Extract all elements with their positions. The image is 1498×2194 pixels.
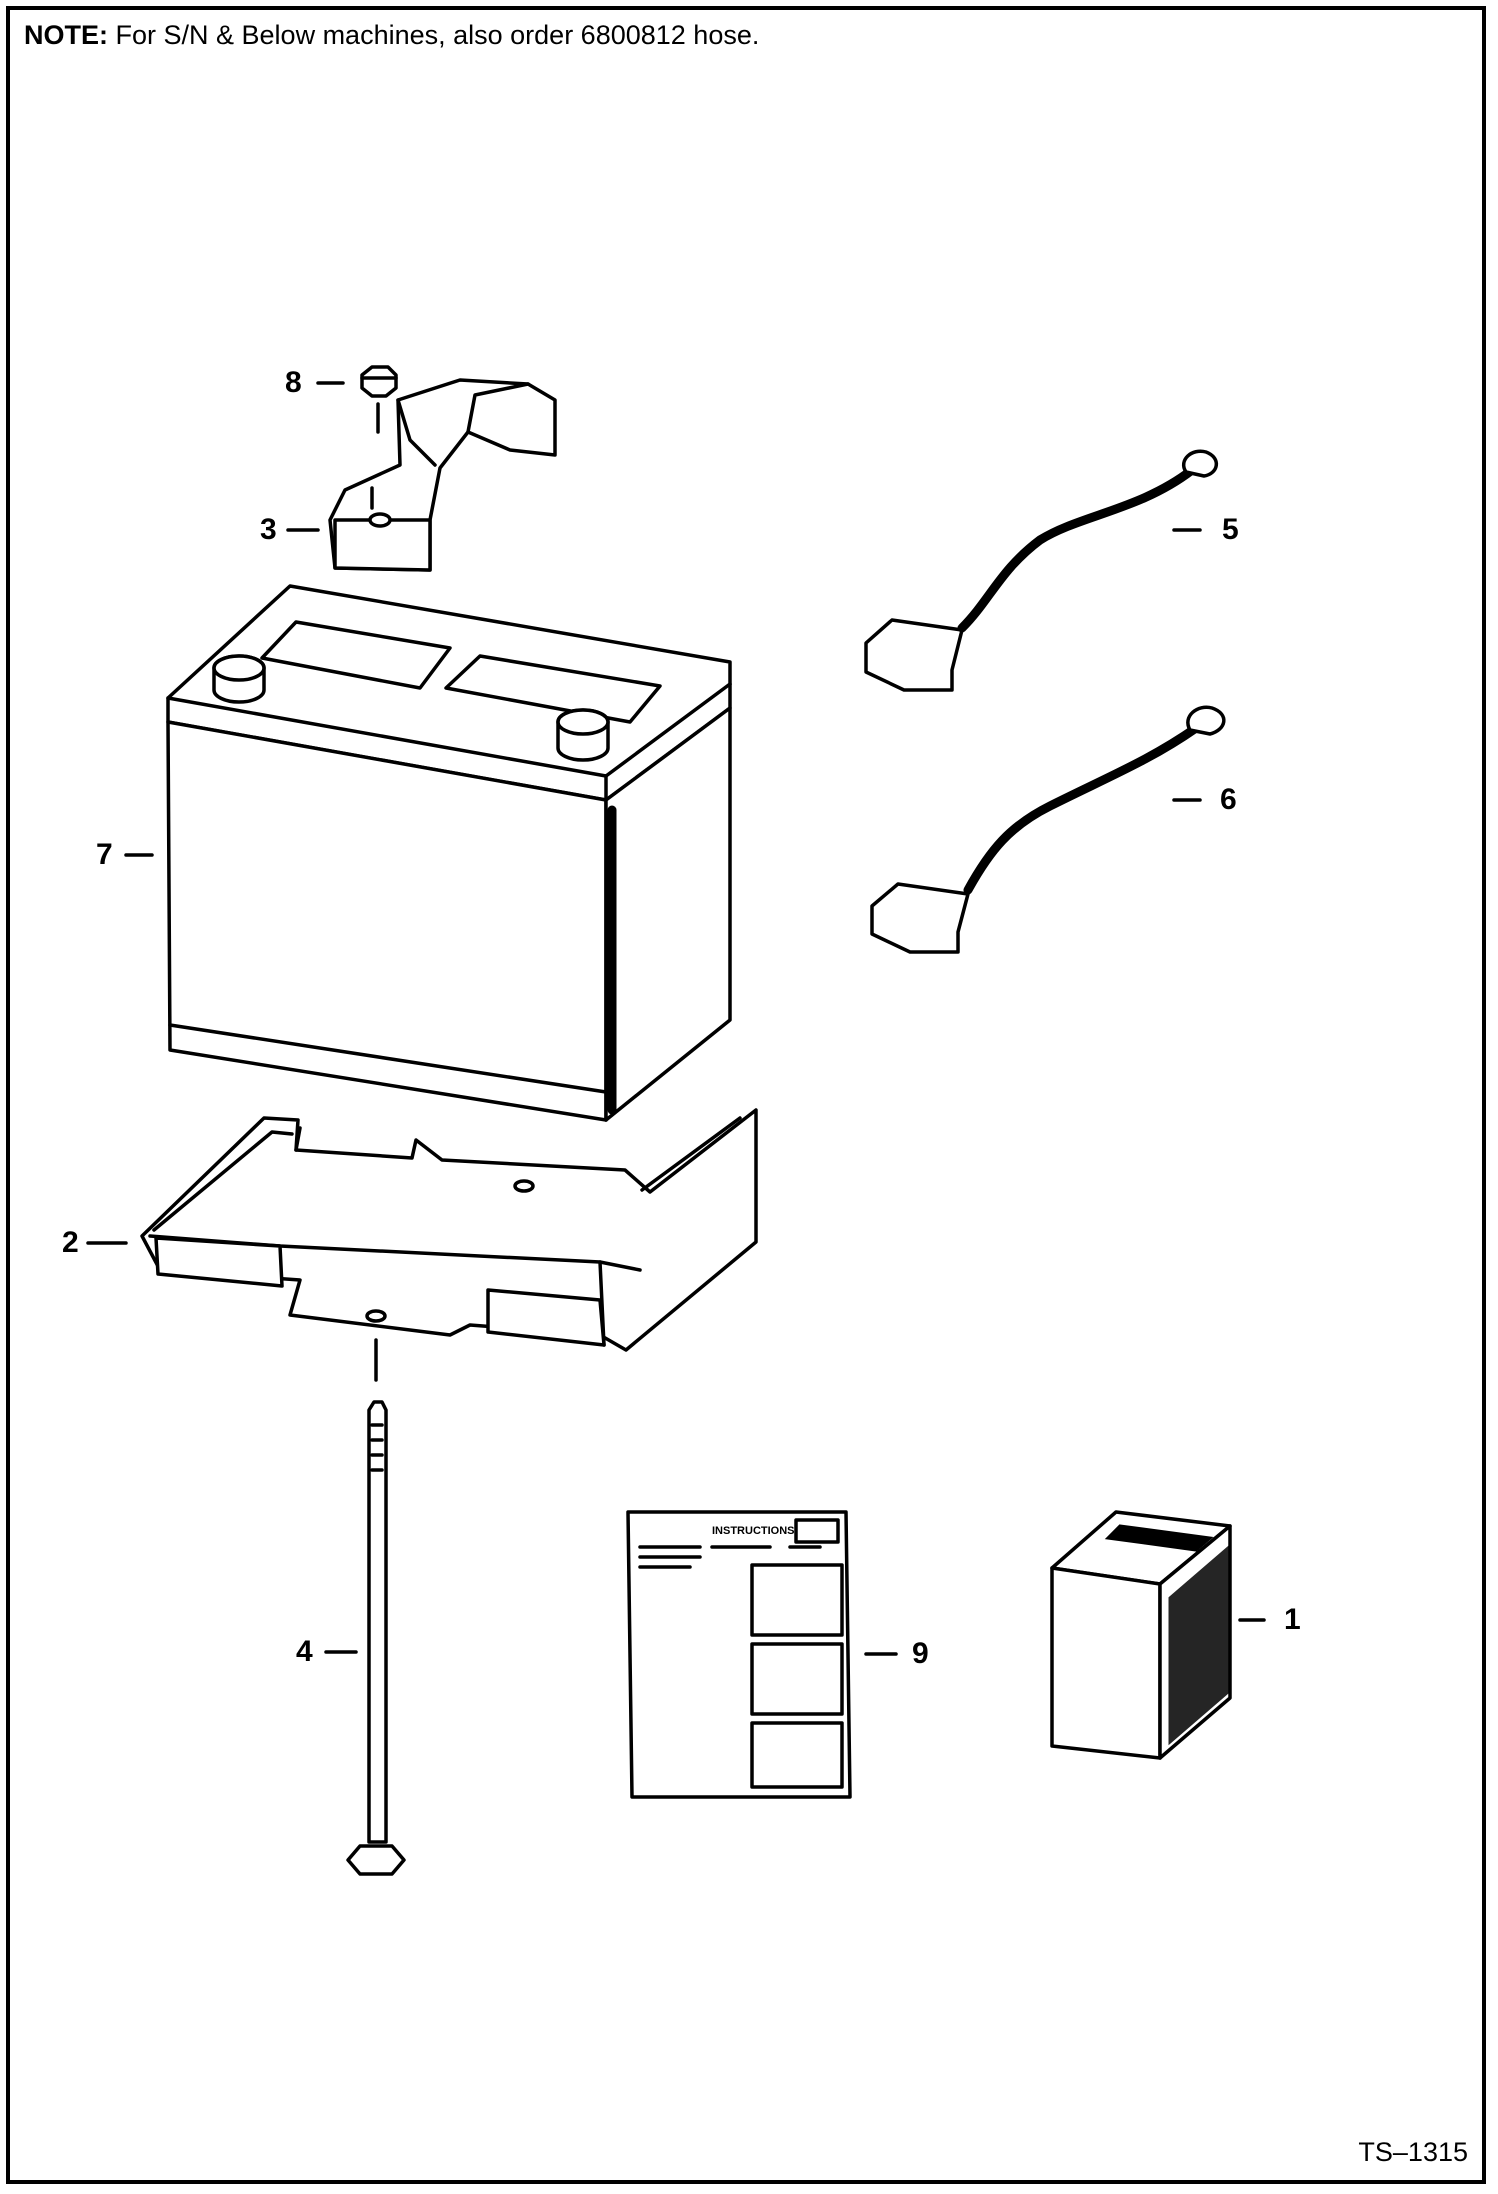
callout-5: 5 <box>1222 513 1239 546</box>
callout-4: 4 <box>296 1635 313 1668</box>
figure-code: TS–1315 <box>1358 2137 1468 2167</box>
part-8-nut <box>362 367 396 432</box>
note-text: NOTE: For S/N & Below machines, also ord… <box>24 20 759 51</box>
callout-6: 6 <box>1220 783 1237 816</box>
callout-2: 2 <box>62 1226 79 1259</box>
callout-9: 9 <box>912 1637 929 1670</box>
diagram-frame <box>6 6 1486 2184</box>
part-2-battery-tray <box>142 1110 756 1350</box>
callout-8: 8 <box>285 366 302 399</box>
part-9-instruction-sheet: INSTRUCTIONS <box>628 1512 850 1797</box>
part-7-battery <box>168 586 730 1120</box>
part-3-hold-down-clamp <box>330 380 555 570</box>
part-1-electrolyte-box <box>1052 1512 1230 1758</box>
note-label: NOTE: <box>24 20 108 50</box>
leader-lines <box>88 383 1264 1654</box>
sheet-heading: INSTRUCTIONS <box>712 1525 795 1537</box>
part-4-rod <box>348 1340 404 1874</box>
part-6-cable <box>872 707 1224 952</box>
callout-1: 1 <box>1284 1603 1301 1636</box>
note-body: For S/N & Below machines, also order 680… <box>108 20 760 50</box>
callout-7: 7 <box>96 838 113 871</box>
callout-3: 3 <box>260 513 277 546</box>
part-5-cable <box>866 451 1216 690</box>
